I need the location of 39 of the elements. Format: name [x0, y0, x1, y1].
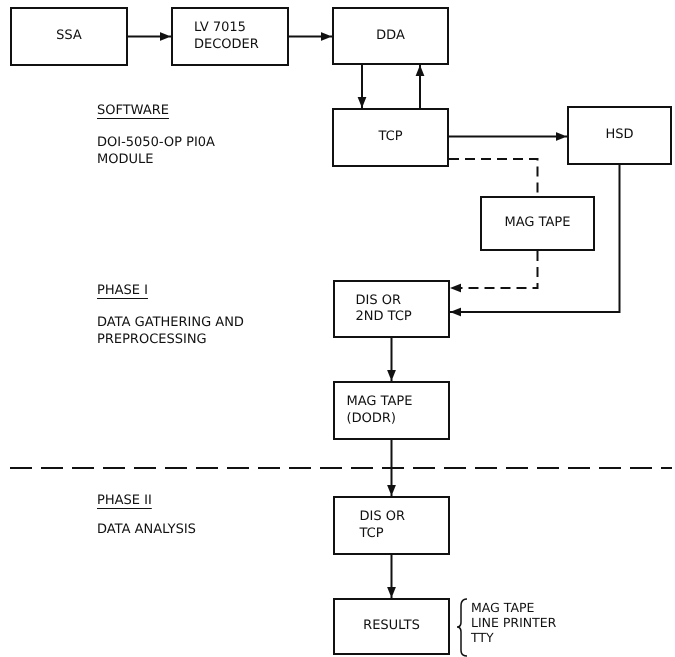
- box-label: RESULTS: [363, 618, 420, 635]
- box-label: DDA: [376, 28, 405, 44]
- arrow: [387, 338, 396, 381]
- section-note: DATA ANALYSIS: [97, 522, 197, 539]
- process-box: [10, 7, 128, 66]
- arrow: [358, 65, 366, 108]
- process-box: [333, 598, 450, 655]
- arrow: [387, 555, 396, 598]
- box-label: MAG TAPE (DODR): [346, 394, 414, 427]
- section-heading: SOFTWARE: [97, 103, 170, 120]
- section-note: DATA GATHERING AND PREPROCESSING: [97, 315, 245, 349]
- arrow: [387, 440, 396, 496]
- box-label: SSA: [56, 28, 82, 45]
- section-note: DOI-5050-OP PI0A MODULE: [97, 135, 216, 169]
- output-label: MAG TAPE: [471, 600, 536, 615]
- section-heading: PHASE I: [97, 283, 149, 300]
- process-box: [332, 108, 449, 167]
- box-label: DIS OR TCP: [360, 509, 406, 542]
- box-label: LV 7015 DECODER: [194, 20, 260, 53]
- box-label: DIS OR 2ND TCP: [356, 292, 413, 326]
- process-box: [332, 7, 449, 65]
- arrow: [128, 32, 171, 41]
- box-label: HSD: [605, 127, 634, 144]
- section-heading: PHASE II: [97, 493, 153, 510]
- box-label: MAG TAPE: [504, 215, 570, 232]
- process-box: [171, 7, 289, 66]
- dashed-arrow: [450, 251, 538, 292]
- arrow: [450, 165, 620, 316]
- process-box: [480, 196, 595, 251]
- process-box: [333, 280, 450, 338]
- process-box: [333, 496, 450, 555]
- process-box: [333, 381, 450, 440]
- process-box: [567, 106, 672, 165]
- arrow: [449, 132, 567, 141]
- output-label: LINE PRINTER: [471, 615, 556, 630]
- arrow: [289, 32, 332, 41]
- arrow: [416, 65, 424, 108]
- output-label: TTY: [471, 630, 495, 645]
- box-label: TCP: [378, 129, 403, 146]
